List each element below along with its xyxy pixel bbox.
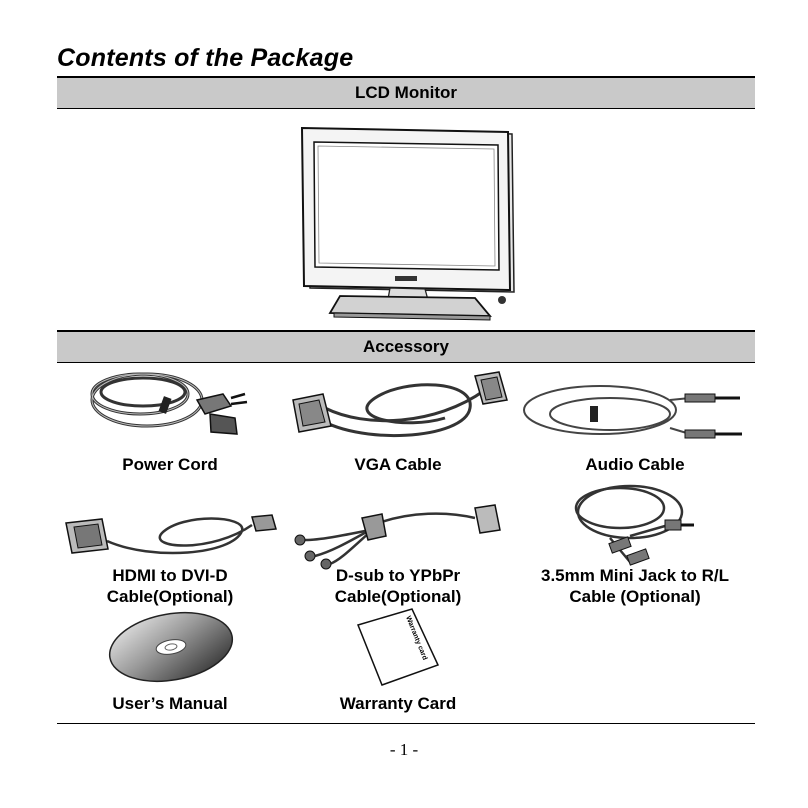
audio-cable-image <box>523 385 742 439</box>
mini-jack-rl-cable-image <box>574 484 694 566</box>
caption-vga-cable: VGA Cable <box>354 455 442 474</box>
caption-hdmi-to-dvi-d: HDMI to DVI-D Cable(Optional) <box>80 565 260 607</box>
footer-divider <box>57 723 755 724</box>
caption-dsub-line1: D-sub to YPbPr <box>335 566 461 585</box>
section-header-accessory: Accessory <box>57 330 755 363</box>
page-title: Contents of the Package <box>57 44 354 72</box>
section-header-lcd-monitor: LCD Monitor <box>57 76 755 109</box>
page-number: - 1 - <box>389 740 419 759</box>
lcd-monitor-image <box>300 126 515 321</box>
caption-dsub-to-ypbpr: D-sub to YPbPr Cable(Optional) <box>308 565 488 607</box>
caption-power-cord: Power Cord <box>122 455 218 474</box>
dsub-ypbpr-cable-image <box>294 504 501 570</box>
power-cord-image <box>90 372 248 435</box>
caption-mini-line1: 3.5mm Mini Jack to R/L <box>541 566 729 585</box>
caption-hdmi-line2: Cable(Optional) <box>106 587 234 606</box>
caption-dsub-line2: Cable(Optional) <box>334 587 462 606</box>
hdmi-dvi-cable-image <box>65 514 277 555</box>
caption-warranty-card: Warranty Card <box>339 694 457 713</box>
caption-users-manual: User’s Manual <box>112 694 228 713</box>
vga-cable-image <box>292 371 508 438</box>
users-manual-cd-image <box>108 612 234 682</box>
caption-hdmi-line1: HDMI to DVI-D <box>112 566 228 585</box>
caption-mini-jack-to-rl: 3.5mm Mini Jack to R/L Cable (Optional) <box>520 565 750 607</box>
caption-mini-line2: Cable (Optional) <box>569 587 701 606</box>
caption-audio-cable: Audio Cable <box>585 455 685 474</box>
warranty-card-image: Warranty card <box>356 608 440 686</box>
